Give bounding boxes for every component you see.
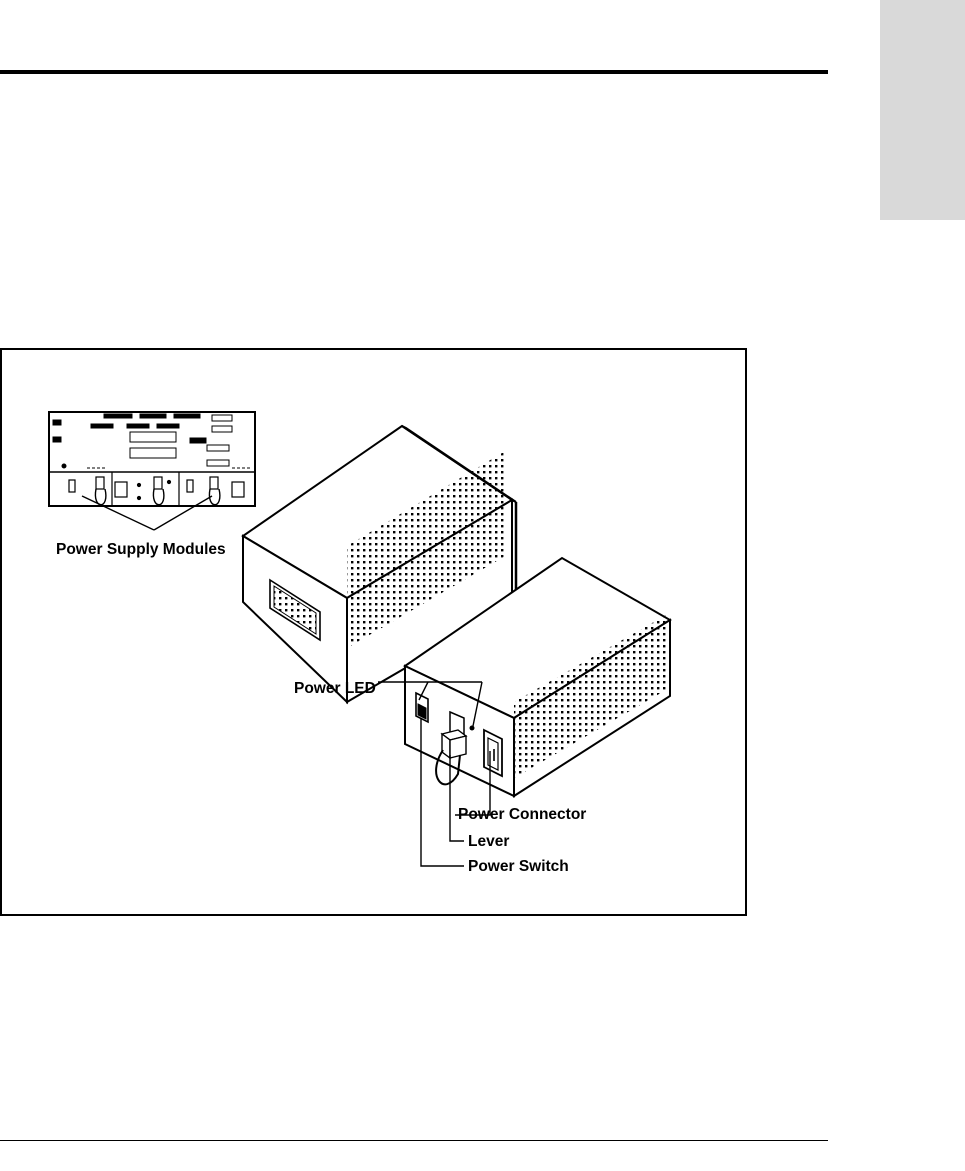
callout-power-led: Power LED — [294, 680, 376, 697]
chapter-thumb-tab — [880, 0, 965, 220]
power-supply-module-rear-view — [241, 424, 518, 705]
callout-power-supply-modules: Power Supply Modules — [56, 541, 226, 558]
chassis-rear-panel — [48, 411, 256, 507]
callout-power-connector: Power Connector — [458, 806, 587, 823]
callout-power-switch: Power Switch — [468, 858, 569, 875]
callout-lever: Lever — [468, 833, 510, 850]
header-rule — [0, 70, 828, 74]
power-supply-illustration — [48, 411, 672, 867]
callout-leader-lines — [378, 681, 491, 867]
psm-leader-lines — [81, 495, 213, 531]
figure-frame: Power Supply Modules Power LED Power Con… — [0, 348, 747, 916]
footer-rule — [0, 1140, 828, 1141]
